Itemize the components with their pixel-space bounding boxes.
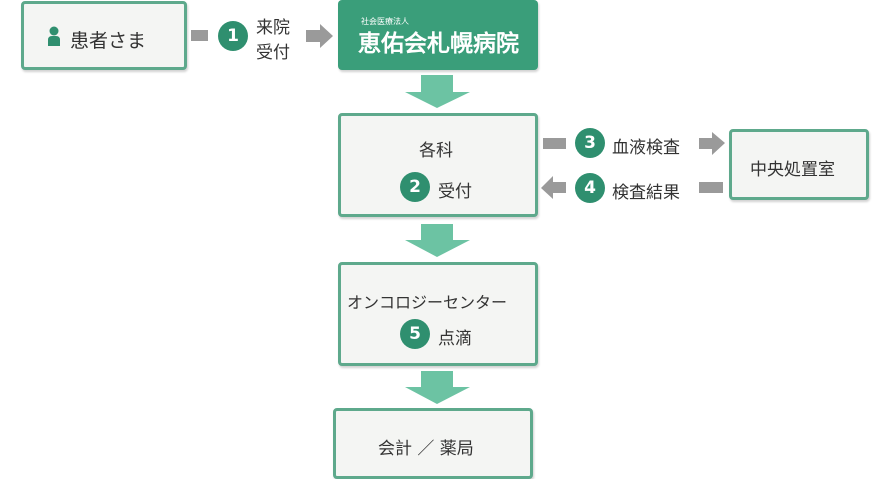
oncology-label: オンコロジーセンター: [347, 293, 508, 312]
patient-box: 患者さま: [21, 1, 187, 70]
arrow-down-3: [405, 371, 470, 404]
arrow-right-to-hospital: [306, 24, 333, 48]
step-3-label: 血液検査: [612, 138, 680, 158]
arrow-connector-results: [699, 182, 723, 193]
arrow-down-1: [405, 75, 470, 108]
step-5-badge: 5: [400, 319, 430, 349]
arrow-connector-blood-test: [543, 138, 566, 149]
central-lab-label: 中央処置室: [750, 160, 835, 180]
arrow-left-to-dept: [541, 176, 566, 199]
step-1-label-line1: 来院: [256, 18, 290, 38]
hospital-prefix: 社会医療法人: [361, 17, 409, 26]
step-4-badge: 4: [575, 173, 605, 203]
step-1-label-line2: 受付: [256, 43, 290, 63]
step-4-label: 検査結果: [612, 183, 680, 203]
checkout-box: 会計 ／ 薬局: [333, 408, 533, 479]
arrow-connector-patient: [191, 30, 208, 41]
person-icon: [48, 26, 60, 46]
step-5-label: 点滴: [438, 329, 472, 349]
oncology-box: オンコロジーセンター 5 点滴: [338, 262, 538, 366]
step-3-badge: 3: [575, 128, 605, 158]
hospital-name: 恵佑会札幌病院: [358, 31, 519, 57]
step-1-badge: 1: [218, 21, 248, 51]
departments-box: 各科 2 受付: [338, 113, 538, 217]
arrow-right-to-lab: [699, 132, 725, 155]
step-2-badge: 2: [400, 172, 430, 202]
arrow-down-2: [405, 224, 470, 257]
central-lab-box: 中央処置室: [729, 129, 869, 200]
step-2-label: 受付: [438, 182, 472, 202]
hospital-box: 社会医療法人 恵佑会札幌病院: [338, 0, 538, 70]
patient-label: 患者さま: [70, 30, 147, 52]
departments-label: 各科: [419, 141, 453, 161]
checkout-label: 会計 ／ 薬局: [378, 439, 474, 459]
